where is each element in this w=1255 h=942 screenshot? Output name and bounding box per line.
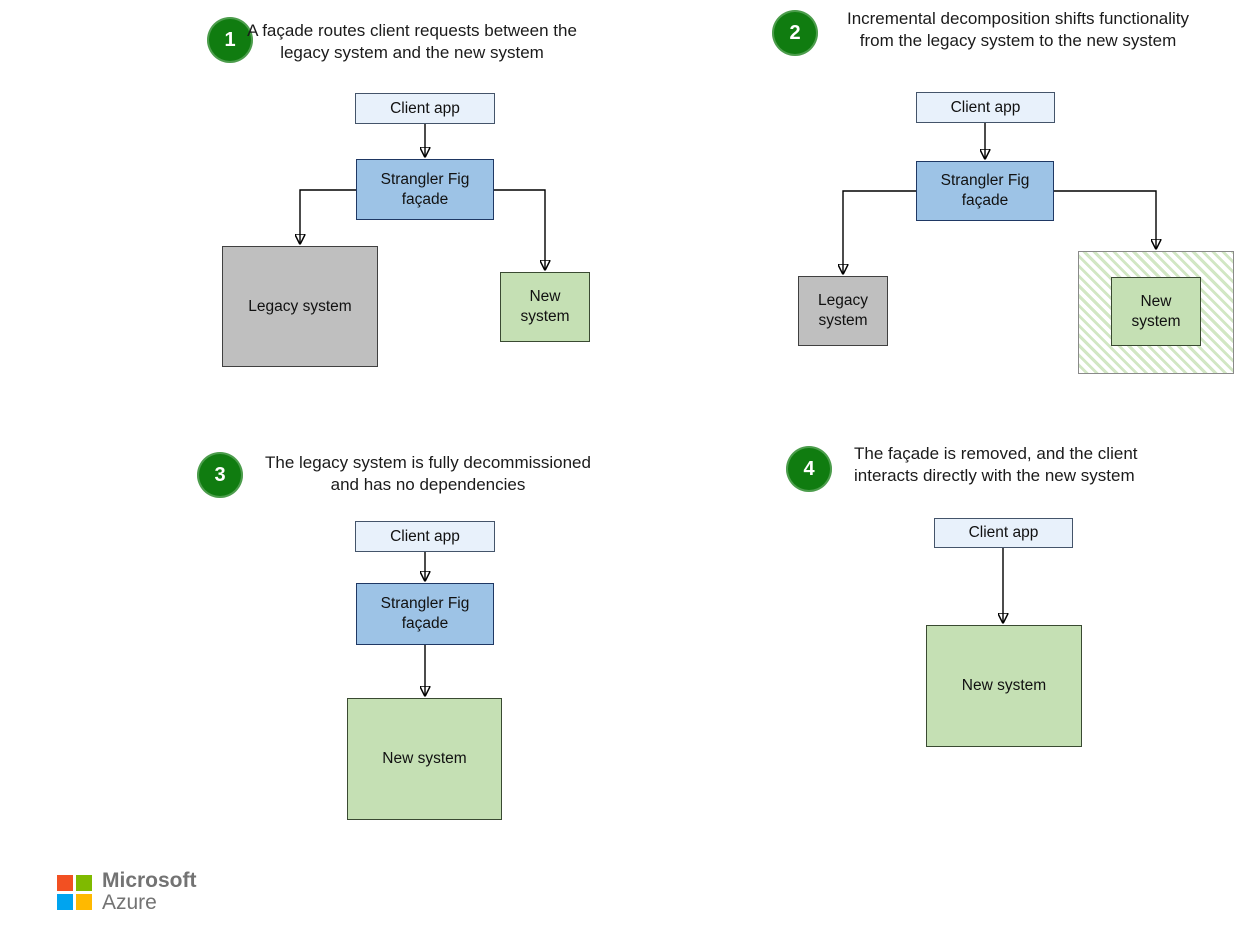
ms-square-blue: [57, 893, 73, 910]
arrow-p1-facade-to-new: [494, 189, 545, 269]
new-system-box-p2: New system: [1111, 277, 1201, 346]
legacy-system-box-p2: Legacy system: [798, 276, 888, 346]
arrow-p1-facade-to-legacy: [300, 189, 356, 243]
step-badge-3: 3: [197, 452, 243, 498]
step-badge-1: 1: [207, 17, 253, 63]
step-badge-2: 2: [772, 10, 818, 56]
logo-text-microsoft: Microsoft: [102, 869, 197, 892]
step-caption-1: A façade routes client requests between …: [247, 21, 577, 62]
new-system-box-p1: New system: [500, 272, 590, 342]
new-system-box-p3: New system: [347, 698, 502, 820]
ms-square-green: [76, 874, 92, 891]
client-app-box-p4: Client app: [934, 518, 1073, 548]
strangler-facade-box-p3: Strangler Fig façade: [356, 583, 494, 645]
ms-square-red: [57, 874, 73, 891]
strangler-facade-box-p1: Strangler Fig façade: [356, 159, 494, 220]
logo-text-azure: Azure: [102, 891, 157, 914]
step-caption-3: The legacy system is fully decommissione…: [265, 453, 591, 494]
step-caption-2: Incremental decomposition shifts functio…: [846, 9, 1190, 50]
microsoft-azure-logo: Microsoft Azure: [57, 870, 197, 914]
arrow-p2-facade-to-legacy: [843, 190, 916, 273]
step-caption-4: The façade is removed, and the client in…: [854, 444, 1138, 485]
step-badge-4: 4: [786, 446, 832, 492]
client-app-box-p1: Client app: [355, 93, 495, 124]
legacy-system-box-p1: Legacy system: [222, 246, 378, 367]
client-app-box-p2: Client app: [916, 92, 1055, 123]
strangler-facade-box-p2: Strangler Fig façade: [916, 161, 1054, 221]
new-system-box-p4: New system: [926, 625, 1082, 747]
arrow-p2-facade-to-new: [1054, 190, 1156, 248]
client-app-box-p3: Client app: [355, 521, 495, 552]
microsoft-logo-icon: [57, 874, 92, 910]
ms-square-yellow: [76, 893, 92, 910]
